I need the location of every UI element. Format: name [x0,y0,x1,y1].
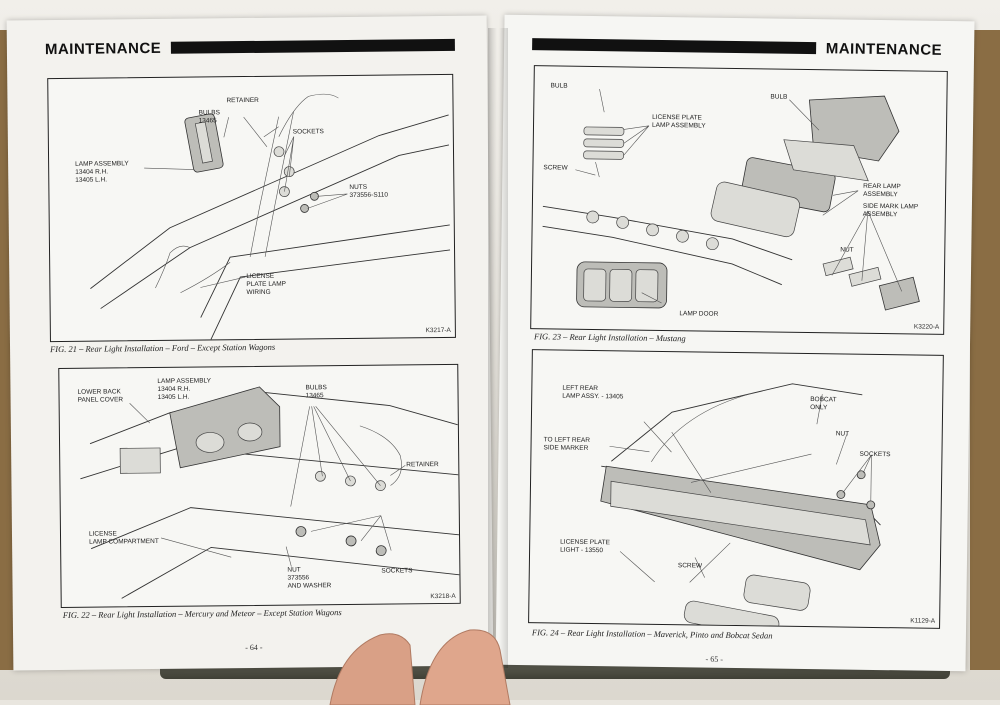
right-header-bar [532,38,816,55]
fig22-label-lamp-assembly: LAMP ASSEMBLY 13404 R.H. 13405 L.H. [157,377,212,401]
left-page: MAINTENANCE [6,15,494,671]
fig24-label-left-rear-lamp: LEFT REAR LAMP ASSY. - 13405 [562,384,624,401]
fig24-caption: FIG. 24 – Rear Light Installation – Mave… [531,627,773,641]
fig23-illustration: BULB LICENSE PLATE LAMP ASSEMBLY SCREW B… [530,65,948,335]
fig24-label-bobcat-only: BOBCAT ONLY [810,396,837,412]
fig24-label-sockets: SOCKETS [859,450,891,459]
fig22-label-license-compartment: LICENSE LAMP COMPARTMENT [88,530,159,546]
right-header-title: MAINTENANCE [825,39,943,59]
fig22-label-bulbs: BULBS 13465 [305,384,327,400]
left-page-number: - 64 - [245,642,263,653]
left-page-header: MAINTENANCE [45,34,455,60]
fig22-label-retainer: RETAINER [406,461,439,469]
fig21-label-lamp-assembly: LAMP ASSEMBLY 13404 R.H. 13405 L.H. [75,160,129,184]
fig23-label-screw: SCREW [543,164,568,172]
book-gutter [488,28,508,668]
fig22-caption: FIG. 22 – Rear Light Installation – Merc… [62,607,342,620]
fig21-label-sockets: SOCKETS [292,128,324,136]
fig24-ref: K1129-A [910,617,936,625]
fig22-label-lower-back-panel: LOWER BACK PANEL COVER [77,388,124,404]
fig24-drawing [600,383,881,628]
fig23-label-bulb-left: BULB [550,82,568,90]
fig21-label-nuts: NUTS 373556-S110 [349,183,389,199]
fig24-label-side-marker: TO LEFT REAR SIDE MARKER [543,436,591,452]
right-page: MAINTENANCE [495,14,975,672]
fig23-label-rear-lamp: REAR LAMP ASSEMBLY [863,182,901,199]
fig24-label-license-light: LICENSE PLATE LIGHT - 13550 [560,538,610,555]
fig21-ref: K3217-A [425,326,451,335]
left-header-title: MAINTENANCE [44,39,162,58]
fig23-label-nut: NUT [840,246,854,254]
fig22-ref: K3218-A [430,592,456,601]
fig21-drawing [90,93,451,340]
open-manual: MAINTENANCE [6,14,980,678]
fig22-illustration: LOWER BACK PANEL COVER LAMP ASSEMBLY 134… [58,363,461,608]
fig21-label-retainer: RETAINER [226,96,259,105]
fig22-label-nut-washer: NUT 373556 AND WASHER [287,566,332,590]
fig23-label-lamp-door: LAMP DOOR [679,310,719,318]
fig23-caption: FIG. 23 – Rear Light Installation – Must… [534,331,686,344]
fig21-label-license-wiring: LICENSE PLATE LAMP WIRING [246,272,287,297]
fig21-label-bulbs: BULBS 13465 [198,109,220,125]
fig24-label-nut: NUT [835,430,850,438]
fig23-drawing [542,89,920,311]
fig21-caption: FIG. 21 – Rear Light Installation – Ford… [50,341,276,355]
hand-holding-page [329,629,511,705]
fig23-label-bulb-right: BULB [770,93,788,101]
fig23-label-side-mark: SIDE MARK LAMP ASSEMBLY [862,202,919,219]
fig24-illustration: LEFT REAR LAMP ASSY. - 13405 BOBCAT ONLY… [528,349,944,629]
fig22-drawing [80,386,460,599]
fig24-label-screw: SCREW [677,562,703,570]
fig23-label-license-assembly: LICENSE PLATE LAMP ASSEMBLY [651,113,706,130]
book-cover-edge-right [970,30,1000,670]
fig22-label-sockets: SOCKETS [381,567,413,575]
left-header-bar [171,38,455,54]
fig21-illustration: RETAINER BULBS 13465 SOCKETS LAMP ASSEMB… [47,73,456,343]
right-page-header: MAINTENANCE [532,33,942,61]
right-page-number: - 65 - [705,654,723,664]
fig23-ref: K3220-A [913,323,940,331]
